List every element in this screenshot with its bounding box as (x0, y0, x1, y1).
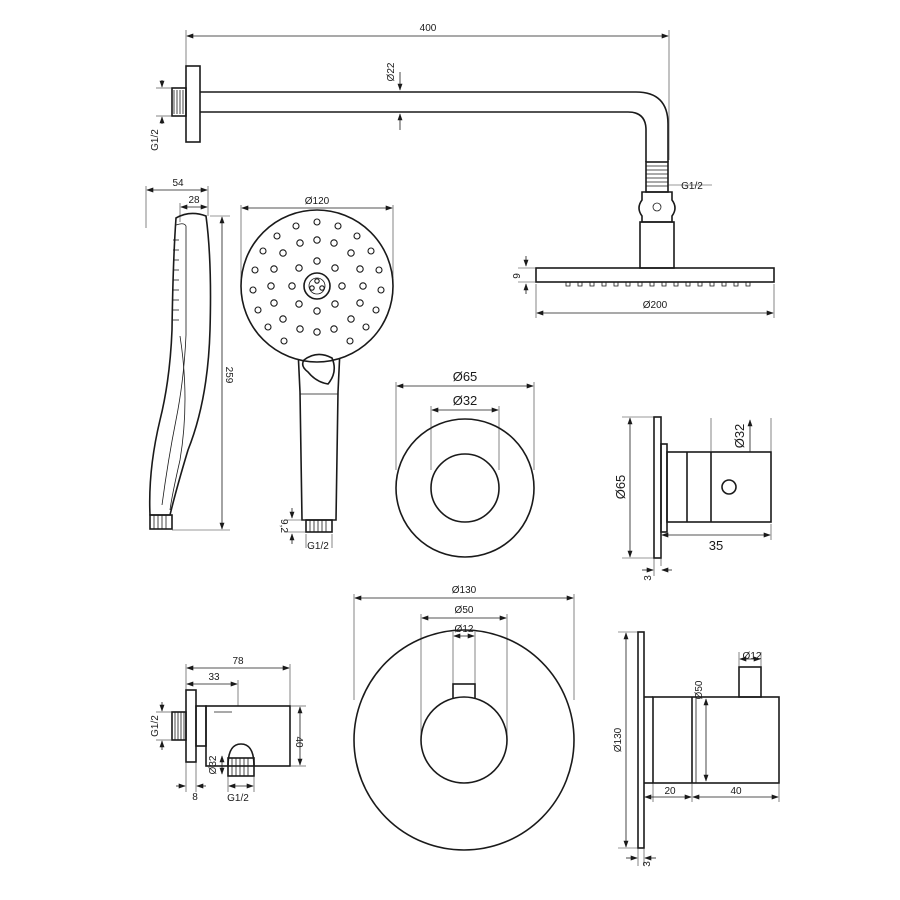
hand-shower-face (240, 209, 394, 363)
dim-valve-side-knob: Ø32 (732, 424, 747, 449)
arm-pipe-top (200, 91, 669, 162)
hand-front-thread (305, 519, 333, 533)
hand-shower-side-view: 54 28 259 (145, 178, 234, 531)
wall-outlet-view: 78 33 G1/2 40 Ø32 8 (150, 656, 306, 804)
valve-flange (660, 443, 668, 533)
valve-side-view: Ø65 Ø32 35 3 (613, 416, 772, 581)
mixer-body (652, 696, 780, 784)
mixer-plate-front-view: Ø130 Ø50 Ø12 (353, 585, 575, 851)
dim-mixer-body: Ø50 (694, 680, 705, 699)
dim-mixer-depth-a: 20 (664, 786, 676, 797)
shower-head-nozzles (565, 282, 751, 287)
dim-hand-depth-inner: 28 (188, 195, 200, 206)
mode-button (301, 353, 336, 385)
wall-flange (185, 65, 201, 143)
arm-thread (645, 161, 669, 193)
shower-arm-view: 400 G1/2 Ø22 G1/2 (150, 23, 775, 318)
dim-outlet-thread: G1/2 (227, 793, 249, 804)
hand-side-thread (149, 514, 173, 530)
rosette-inner-circle (430, 453, 500, 523)
rosette-front-view: Ø65 Ø32 (395, 369, 535, 558)
mixer-body-circle (420, 696, 508, 784)
arm-pipe-bottom (200, 111, 647, 162)
dim-hand-thread: G1/2 (307, 541, 329, 552)
dim-outlet-width: 78 (232, 656, 244, 667)
dim-hand-face: Ø120 (305, 196, 330, 207)
valve-body (666, 451, 772, 523)
shower-head-body (535, 267, 775, 283)
dim-plate-outer: Ø130 (452, 585, 477, 596)
dim-valve-side-diameter: Ø65 (613, 475, 628, 500)
mixer-plate-outer (353, 629, 575, 851)
mixer-stem-side (738, 666, 762, 698)
dim-arm-thread: G1/2 (681, 181, 703, 192)
dim-rosette-outer: Ø65 (453, 369, 478, 384)
dim-valve-side-plate: 3 (643, 575, 654, 581)
mixer-side-view: Ø130 Ø12 Ø50 20 40 3 (613, 631, 780, 867)
dim-arm-diameter: Ø22 (386, 62, 397, 81)
valve-plate (653, 416, 662, 559)
valve-knob-hole (721, 479, 737, 495)
dim-outlet-nipple: Ø32 (208, 755, 219, 774)
dim-mixer-stem: Ø12 (743, 651, 762, 662)
outlet-plate (185, 689, 197, 763)
dim-mixer-depth-b: 40 (730, 786, 742, 797)
hand-shower-front-view: Ø120 (240, 196, 394, 552)
outlet-elbow (227, 743, 255, 767)
outlet-flange (195, 705, 207, 747)
ball-joint (638, 191, 676, 223)
dim-outlet-plate: 8 (192, 792, 198, 803)
dim-outlet-offset: 33 (208, 672, 220, 683)
dim-arm-length: 400 (420, 23, 437, 34)
spray-nozzles (249, 218, 385, 345)
wall-thread (171, 87, 187, 117)
dim-head-height: 9 (512, 273, 523, 279)
dim-plate-body: Ø50 (455, 605, 474, 616)
center-nozzle-ring (303, 272, 331, 300)
dim-outlet-height: 40 (293, 736, 304, 748)
dim-hand-length: 259 (223, 367, 234, 384)
dim-head-diameter: Ø200 (643, 300, 668, 311)
dim-mixer-plate: Ø130 (613, 727, 624, 752)
head-neck (639, 221, 675, 269)
dim-hand-depth: 54 (172, 178, 184, 189)
dim-wall-thread: G1/2 (150, 129, 161, 151)
dim-hand-thread-len: 9,2 (278, 519, 289, 533)
dim-mixer-plate-thick: 3 (642, 861, 653, 867)
outlet-nipple (227, 757, 255, 777)
rosette-outer-circle (395, 418, 535, 558)
mixer-plate (637, 631, 645, 849)
dim-valve-side-depth: 35 (709, 538, 723, 553)
dim-outlet-wall-thread: G1/2 (150, 715, 161, 737)
hand-shower-side-body (148, 212, 212, 516)
dim-rosette-inner: Ø32 (453, 393, 478, 408)
